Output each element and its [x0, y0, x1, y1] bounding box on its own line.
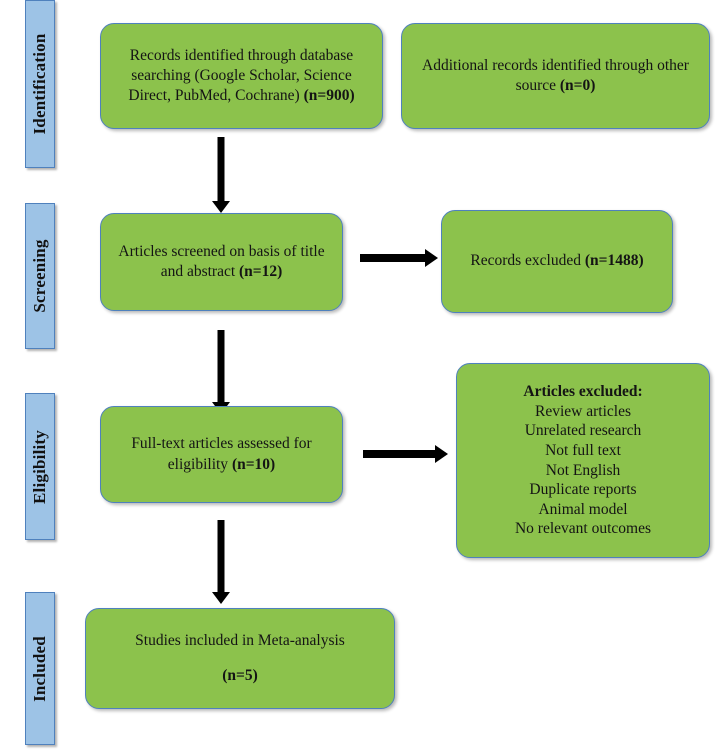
arrow-fulltext-to-included — [210, 520, 232, 604]
arrow-head — [425, 249, 438, 267]
box-additional-records-other-source: Additional records identified through ot… — [401, 23, 710, 129]
stage-label-screening: Screening — [30, 239, 49, 313]
box-articles-excluded-reason: Not full text — [545, 441, 621, 459]
stage-bar-included: Included — [25, 592, 55, 745]
box-additional-records-other-source-text: Additional records identified through ot… — [422, 56, 689, 94]
arrow-shaft — [217, 137, 225, 201]
arrow-head — [212, 201, 230, 213]
box-articles-screened: Articles screened on basis of title and … — [100, 213, 343, 311]
stage-label-identification: Identification — [30, 33, 49, 135]
box-articles-excluded-reason: Review articles — [535, 402, 631, 420]
arrow-shaft — [363, 450, 435, 458]
stage-label-eligibility: Eligibility — [30, 429, 49, 504]
box-articles-excluded-reason: Unrelated research — [524, 422, 642, 440]
arrow-fulltext-to-articles-excluded — [363, 444, 448, 464]
box-records-identified-database: Records identified through database sear… — [100, 23, 383, 129]
stage-bar-identification: Identification — [25, 0, 55, 168]
arrow-identified-to-screened — [210, 137, 232, 213]
box-studies-included-text: Studies included in Meta-analysis — [135, 632, 345, 650]
box-articles-excluded-reason: Animal model — [538, 500, 628, 518]
box-articles-excluded-reason: Not English — [545, 461, 621, 479]
arrow-head — [435, 445, 448, 463]
box-fulltext-assessed: Full-text articles assessed for eligibil… — [100, 406, 343, 503]
box-articles-excluded-heading: Articles excluded: — [523, 383, 643, 401]
arrow-shaft — [217, 330, 225, 402]
box-articles-excluded-reason: No relevant outcomes — [514, 520, 651, 538]
box-articles-excluded-reason: Duplicate reports — [529, 481, 637, 499]
arrow-screened-to-records-excluded — [360, 248, 438, 268]
box-studies-included-count: (n=5) — [222, 666, 258, 684]
box-fulltext-assessed-text: Full-text articles assessed for eligibil… — [131, 435, 312, 473]
arrow-shaft — [217, 520, 225, 592]
arrow-shaft — [360, 254, 426, 262]
stage-bar-eligibility: Eligibility — [25, 393, 55, 540]
box-records-excluded-text: Records excluded (n=1488) — [470, 252, 644, 270]
box-articles-screened-text: Articles screened on basis of title and … — [118, 242, 325, 280]
box-records-identified-database-text: Records identified through database sear… — [128, 46, 355, 105]
arrow-screened-to-fulltext — [210, 330, 232, 414]
stage-bar-screening: Screening — [25, 203, 55, 349]
box-records-excluded: Records excluded (n=1488) — [441, 210, 673, 313]
box-articles-excluded: Articles excluded: Review articles Unrel… — [456, 363, 710, 558]
stage-label-included: Included — [30, 635, 49, 702]
arrow-head — [212, 592, 230, 604]
box-studies-included: Studies included in Meta-analysis (n=5) — [85, 608, 395, 709]
